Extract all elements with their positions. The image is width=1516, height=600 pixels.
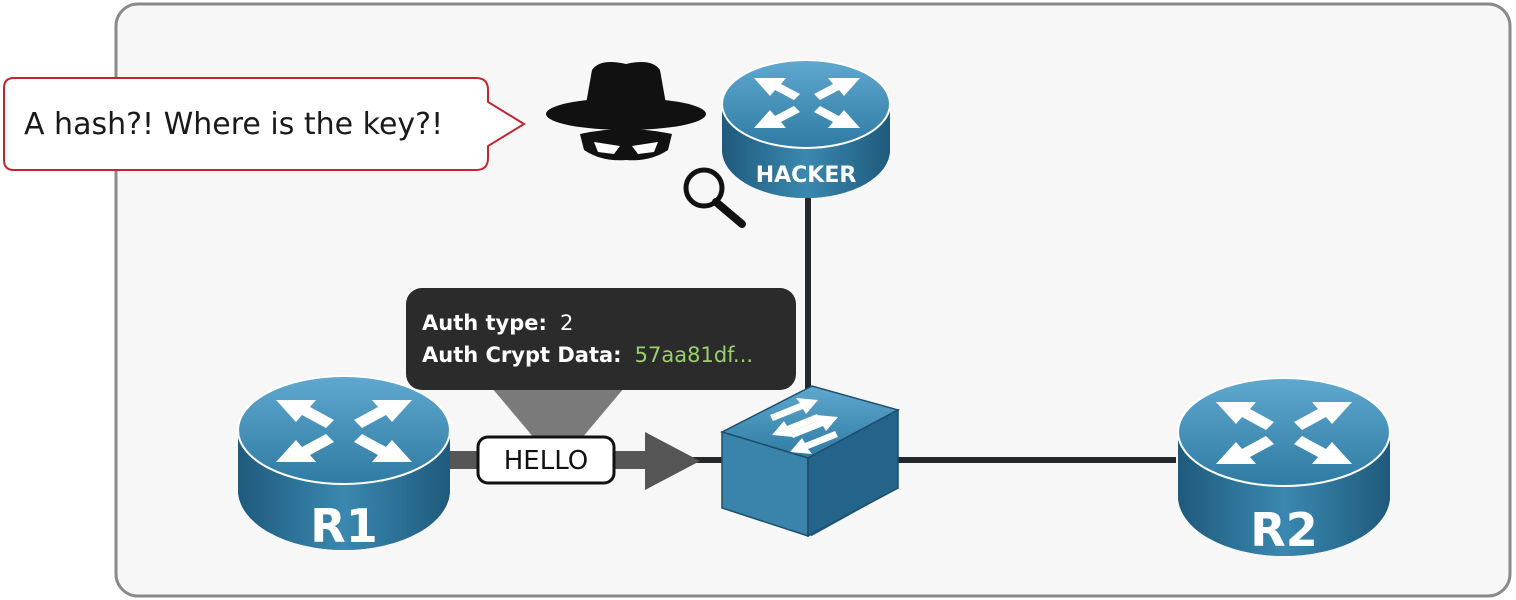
hacker-arrows-icon — [754, 78, 860, 128]
router-r2: R2 — [1177, 377, 1391, 557]
switch-device — [720, 385, 901, 538]
hello-packet: HELLO — [476, 435, 616, 485]
r2-arrows-icon — [1216, 402, 1352, 464]
auth-tooltip: Auth type: 2 Auth Crypt Data: 57aa81df..… — [406, 288, 796, 438]
hacker-label: HACKER — [756, 163, 857, 188]
hacker-callout: A hash?! Where is the key?! — [3, 77, 526, 171]
r2-label: R2 — [1250, 503, 1317, 557]
r1-label: R1 — [310, 499, 377, 553]
auth-crypt-value: 57aa81df... — [635, 343, 753, 367]
r1-arrows-icon — [276, 400, 412, 462]
magnifier-icon — [683, 167, 746, 228]
router-hacker: HACKER — [721, 59, 891, 198]
auth-type-label: Auth type: — [422, 311, 547, 335]
hello-label: HELLO — [504, 446, 589, 476]
auth-crypt-label: Auth Crypt Data: — [422, 343, 622, 367]
svg-text:Auth Crypt Data: 57aa81d: Auth Crypt Data: 57aa81df... — [422, 343, 753, 367]
auth-type-value: 2 — [560, 311, 573, 335]
hacker-spy-icon — [546, 62, 706, 161]
callout-text: A hash?! Where is the key?! — [24, 107, 443, 142]
router-r1: R1 — [237, 375, 451, 553]
svg-text:Auth type: 2: Auth type: 2 — [422, 311, 573, 335]
switch-arrows-icon — [770, 398, 838, 454]
